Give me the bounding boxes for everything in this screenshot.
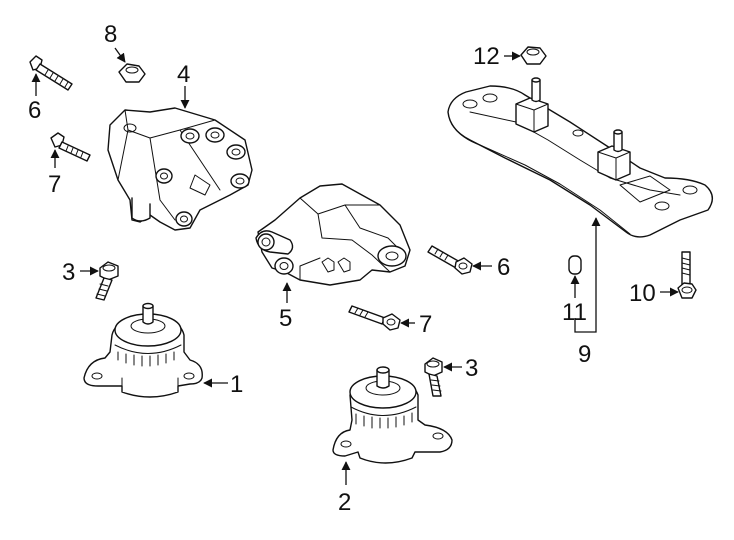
mount-1 xyxy=(83,302,203,398)
bolt-6-left xyxy=(29,55,73,91)
callout-9: 9 xyxy=(578,341,591,368)
callout-2: 2 xyxy=(338,489,351,516)
leader-lines xyxy=(31,47,679,485)
bolt-7-mid xyxy=(348,305,401,331)
bolt-3-right xyxy=(424,357,443,397)
callout-6-right: 6 xyxy=(497,254,510,281)
callout-7-left: 7 xyxy=(48,171,61,198)
callout-7-mid: 7 xyxy=(419,311,432,338)
bracket-5 xyxy=(255,183,411,286)
bolt-7-left xyxy=(50,132,91,162)
nut-12 xyxy=(520,46,547,65)
nut-8 xyxy=(118,63,146,83)
crossmember-9 xyxy=(447,77,713,238)
callout-3-left: 3 xyxy=(62,259,75,286)
bolt-6-right xyxy=(427,245,473,275)
callout-6-left: 6 xyxy=(28,97,41,124)
bolt-10 xyxy=(677,251,697,299)
callout-5: 5 xyxy=(279,305,292,332)
callout-12: 12 xyxy=(473,43,500,70)
callout-4: 4 xyxy=(177,61,190,88)
bracket-4 xyxy=(107,107,253,231)
pin-11 xyxy=(568,255,582,275)
callout-10: 10 xyxy=(629,280,656,307)
callout-8: 8 xyxy=(104,21,117,48)
mount-2 xyxy=(332,366,453,464)
callout-11: 11 xyxy=(562,299,587,326)
bolt-3-left xyxy=(95,261,119,301)
callout-1: 1 xyxy=(230,371,243,398)
callout-3-right: 3 xyxy=(465,355,478,382)
